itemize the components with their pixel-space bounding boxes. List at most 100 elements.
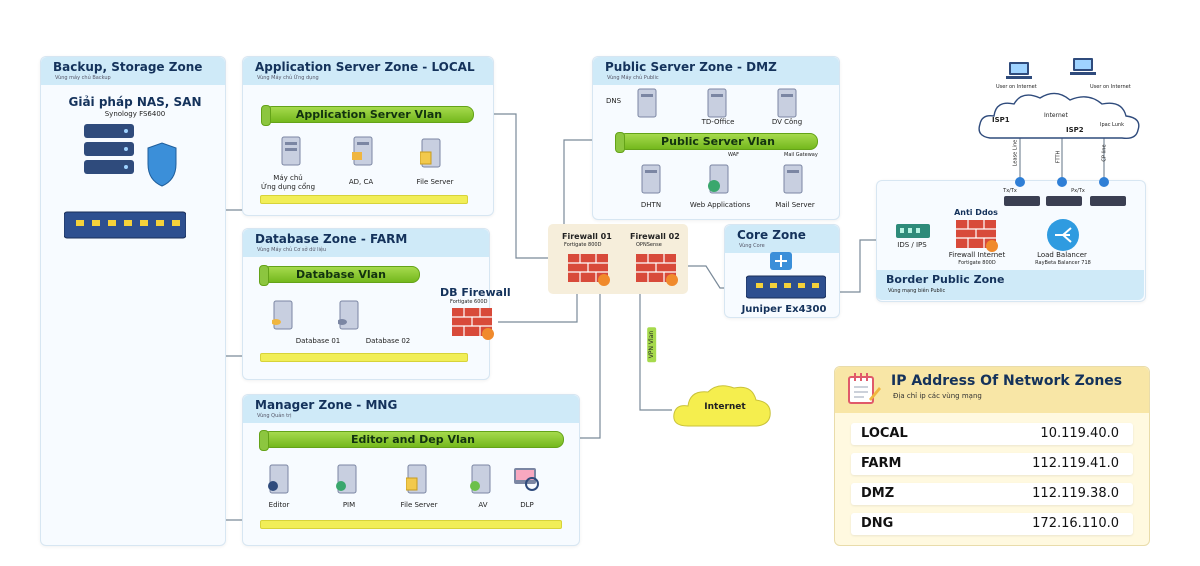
fw1-title: Firewall 01 <box>562 232 612 241</box>
mng-vlan: Editor and Dep Vlan <box>259 430 564 451</box>
webapps-label: Web Applications <box>689 201 751 209</box>
mailgw-label: Mail Gateway <box>784 152 818 158</box>
internet-cloud-icon <box>673 385 771 427</box>
db2-label: Database 02 <box>365 337 411 345</box>
tdoffice-label: TD-Office <box>701 118 735 126</box>
db-bus <box>260 353 468 362</box>
tx-label-2: Px/Tx <box>1071 188 1085 194</box>
firewall-01-icon <box>568 254 610 286</box>
dhtn-server-icon <box>641 164 661 194</box>
isp1-label: ISP1 <box>992 116 1010 124</box>
border-zone-footer <box>876 270 1144 300</box>
router-3-icon <box>1090 196 1126 206</box>
app-server-label-1: Máy chủ <box>273 174 303 182</box>
dns-server-icon <box>637 88 657 118</box>
ids-ips-icon <box>896 224 930 238</box>
ip-zone-name: DMZ <box>861 486 895 501</box>
lb-label: Load Balancer <box>1037 251 1087 259</box>
mng-vlan-label: Editor and Dep Vlan <box>350 433 476 446</box>
ip-zone-name: DNG <box>861 516 894 531</box>
dlp-label: DLP <box>520 501 534 509</box>
zone-header: Manager Zone - MNG Vùng Quản trị <box>243 395 579 423</box>
firewall-internet-icon <box>956 220 998 252</box>
mailserver-label: Mail Server <box>775 201 815 209</box>
firewall-02-icon <box>636 254 678 286</box>
user-label-1: User on Internet <box>996 84 1037 90</box>
db-firewall-model: Fortigate 600D <box>450 299 488 305</box>
dhtn-label: DHTN <box>640 201 662 209</box>
zone-header: Public Server Zone - DMZ Vùng Máy chủ Pu… <box>593 57 839 85</box>
link-node-icon-1 <box>1015 177 1025 187</box>
adca-label: AD, CA <box>348 178 374 186</box>
isp-internet-label: Internet <box>1044 112 1068 119</box>
app-vlan-label: Application Server Vlan <box>295 108 443 121</box>
zone-core: Core Zone Vùng Core <box>724 224 840 318</box>
border-zone-title: Border Public Zone <box>886 273 1005 286</box>
fw2-title: Firewall 02 <box>630 232 680 241</box>
dvcong-label: DV Công <box>771 118 803 126</box>
app-server-label-2: Ứng dụng cổng <box>260 183 316 191</box>
mail-server-icon <box>783 164 803 194</box>
zone-subtitle: Vùng Máy chủ Cơ sở dữ liệu <box>257 247 327 253</box>
laptop-icon-2 <box>1070 58 1096 75</box>
isp-cloud-icon <box>978 92 1140 140</box>
anti-ddos-label: Anti Ddos <box>954 208 998 217</box>
ip-zone-address: 172.16.110.0 <box>1032 516 1119 531</box>
link-node-icon-2 <box>1057 177 1067 187</box>
zone-header: Application Server Zone - LOCAL Vùng Máy… <box>243 57 493 85</box>
dmz-vlan-label: Public Server Vlan <box>661 135 775 148</box>
core-switch-icon <box>746 275 826 299</box>
zone-subtitle: Vùng Quản trị <box>257 413 292 419</box>
zone-title: Core Zone <box>737 228 806 242</box>
core-switch-label: Juniper Ex4300 <box>741 304 827 315</box>
ip-zone-name: LOCAL <box>861 426 908 441</box>
web-server-icon <box>708 164 729 194</box>
mng-bus <box>260 520 562 529</box>
db1-label: Database 01 <box>295 337 341 345</box>
zone-header: Database Zone - FARM Vùng Máy chủ Cơ sở … <box>243 229 489 257</box>
editor-server-icon <box>268 464 289 494</box>
zone-app: Application Server Zone - LOCAL Vùng Máy… <box>242 56 494 216</box>
ip-zone-address: 112.119.41.0 <box>1032 456 1119 471</box>
zone-header: Backup, Storage Zone Vùng máy chủ Backup <box>41 57 225 85</box>
zone-subtitle: Vùng Core <box>739 243 765 249</box>
ip-panel-subtitle: Địa chỉ ip các vùng mạng <box>893 392 982 400</box>
av-server-icon <box>470 464 491 494</box>
nas-server-icon <box>84 124 177 187</box>
vpn-vlan-label: VPN Vlan <box>647 326 657 363</box>
user-label-2: User on Internet <box>1090 84 1131 90</box>
pim-server-icon <box>336 464 357 494</box>
zone-subtitle: Vùng Máy chủ Public <box>607 75 659 81</box>
zone-title: Backup, Storage Zone <box>53 60 203 74</box>
db-firewall-title: DB Firewall <box>440 286 511 299</box>
link-label-2: FTTH <box>1055 150 1062 164</box>
db-vlan: Database Vlan <box>259 265 420 286</box>
editor-label: Editor <box>268 501 290 509</box>
backup-switch-icon <box>64 211 186 239</box>
laptop-icon-1 <box>1006 62 1032 79</box>
app-bus <box>260 195 468 204</box>
app-vlan: Application Server Vlan <box>261 105 474 126</box>
load-balancer-icon <box>1047 219 1079 251</box>
av-label: AV <box>478 501 488 509</box>
ip-zone-address: 10.119.40.0 <box>1040 426 1119 441</box>
ip-zone-address: 112.119.38.0 <box>1032 486 1119 501</box>
router-2-icon <box>1046 196 1082 206</box>
fw-internet-label: Firewall Internet <box>948 251 1006 259</box>
db2-server-icon <box>338 300 359 330</box>
pim-label: PIM <box>342 501 356 509</box>
dns-label: DNS <box>606 97 622 105</box>
fileserver-label: File Server <box>416 178 454 186</box>
zone-subtitle: Vùng máy chủ Backup <box>55 75 111 81</box>
zone-title: Database Zone - FARM <box>255 232 408 246</box>
nas-title: Giải pháp NAS, SAN <box>68 95 202 109</box>
dmz-vlan: Public Server Vlan <box>615 132 818 153</box>
fw2-model: OPNSense <box>636 242 662 248</box>
adca-server-icon <box>352 136 373 166</box>
dvcong-server-icon <box>777 88 797 118</box>
zone-title: Public Server Zone - DMZ <box>605 60 777 74</box>
waf-label: WAF <box>728 152 739 158</box>
internet-label: Internet <box>704 402 746 412</box>
router-1-icon <box>1004 196 1040 206</box>
ip-zone-name: FARM <box>861 456 902 471</box>
